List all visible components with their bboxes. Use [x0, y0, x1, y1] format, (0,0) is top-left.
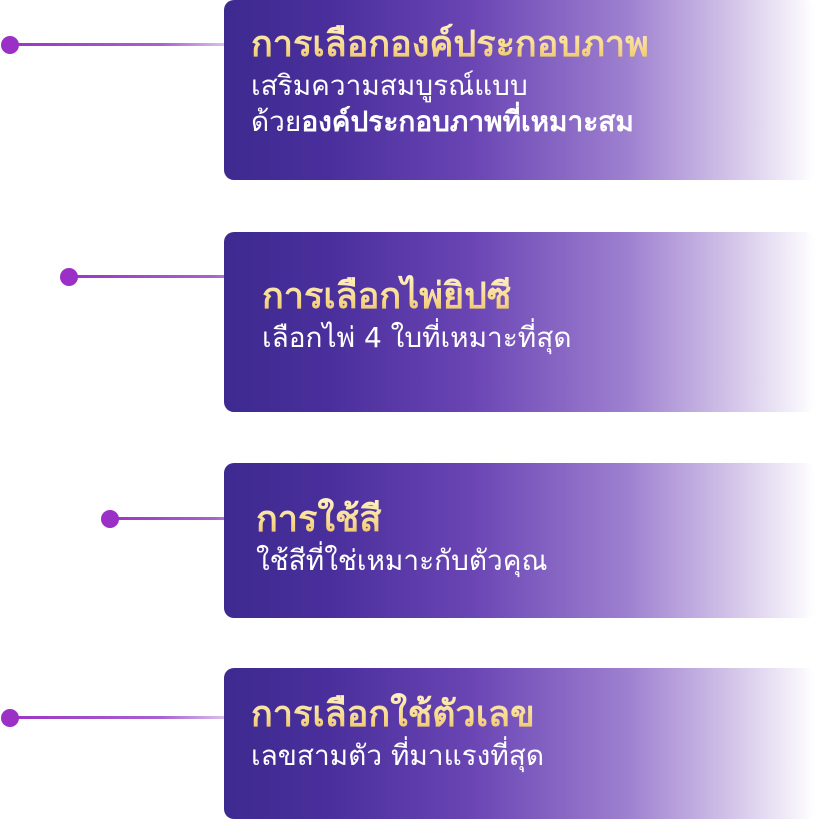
- card-description-line1: เสริมความสมบูรณ์แบบ: [251, 69, 528, 102]
- card-title: การเลือกใช้ตัวเลข: [251, 692, 815, 738]
- feature-card-tarot: การเลือกไพ่ยิปซี เลือกไพ่ 4 ใบที่เหมาะที…: [224, 232, 815, 412]
- desc-emphasis: องค์ประกอบภาพที่เหมาะสม: [301, 105, 634, 138]
- timeline-dot-4: [1, 709, 19, 727]
- card-title: การเลือกองค์ประกอบภาพ: [251, 22, 815, 68]
- card-description: ใช้สีที่ใช่เหมาะกับตัวคุณ: [256, 544, 548, 577]
- desc-prefix: ด้วย: [251, 105, 302, 138]
- connector-line-4: [10, 716, 260, 719]
- card-description: เลขสามตัว ที่มาแรงที่สุด: [251, 739, 545, 772]
- connector-line-2: [69, 275, 309, 278]
- timeline-dot-3: [101, 510, 119, 528]
- card-title: การเลือกไพ่ยิปซี: [262, 274, 815, 320]
- timeline-dot-1: [1, 36, 19, 54]
- card-title: การใช้สี: [256, 497, 815, 543]
- feature-card-numbers: การเลือกใช้ตัวเลข เลขสามตัว ที่มาแรงที่ส…: [224, 668, 815, 819]
- card-description: เลือกไพ่ 4 ใบที่เหมาะที่สุด: [262, 321, 572, 354]
- timeline-dot-2: [60, 268, 78, 286]
- feature-card-composition: การเลือกองค์ประกอบภาพ เสริมความสมบูรณ์แบ…: [224, 0, 815, 180]
- connector-line-3: [110, 517, 285, 520]
- card-description-line2: ด้วยองค์ประกอบภาพที่เหมาะสม: [251, 104, 815, 140]
- feature-card-color: การใช้สี ใช้สีที่ใช่เหมาะกับตัวคุณ: [224, 463, 815, 618]
- connector-line-1: [10, 43, 260, 46]
